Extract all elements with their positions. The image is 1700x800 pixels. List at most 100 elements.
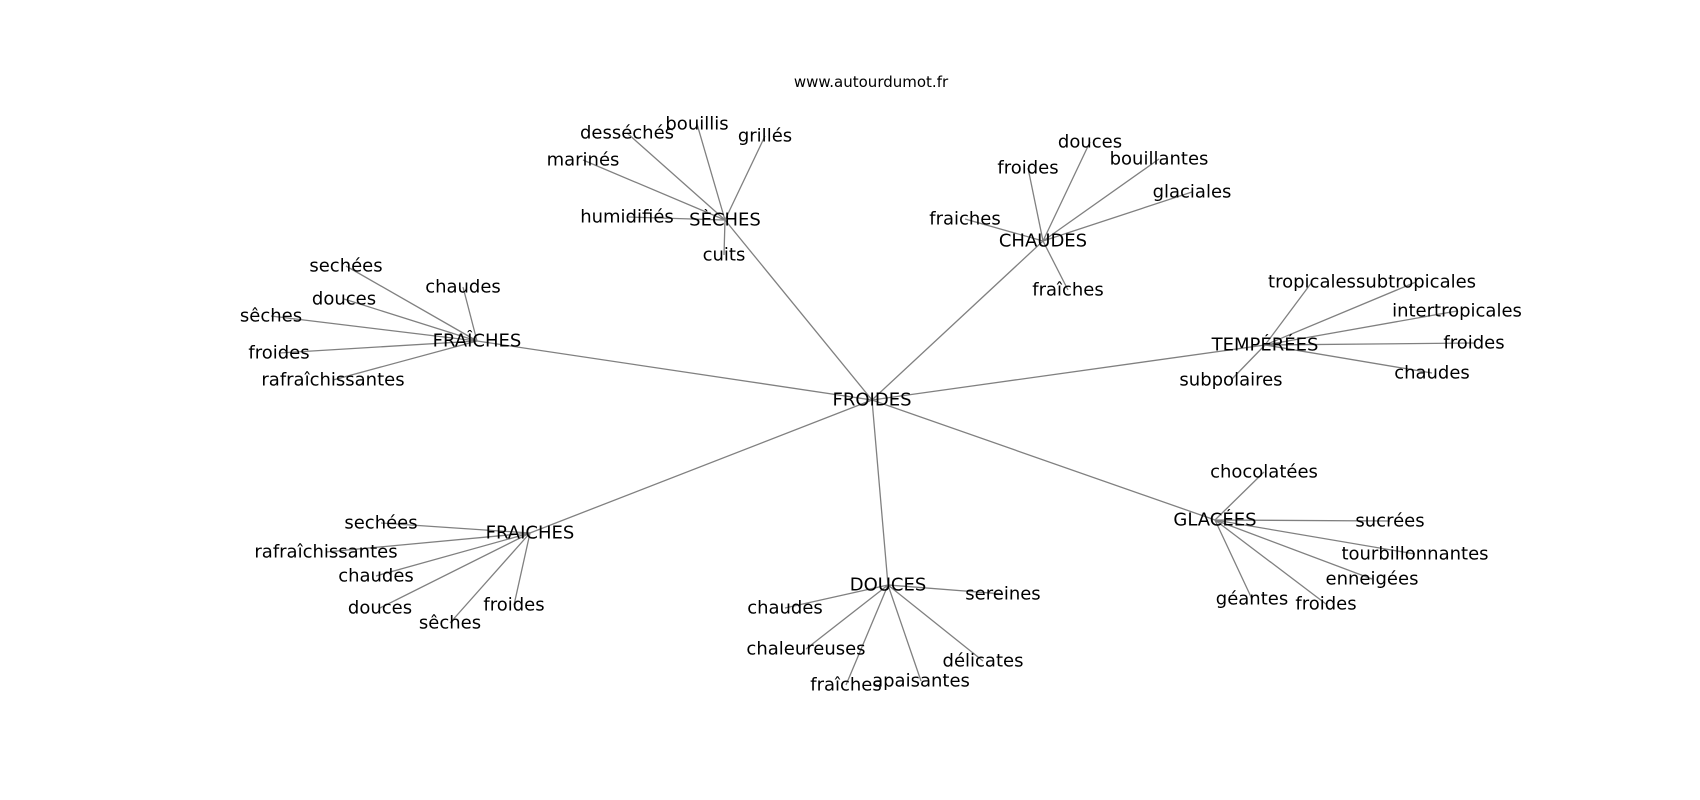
leaf-node-seches-4: humidifiés [580,207,674,228]
source-url: www.autourdumot.fr [794,73,949,91]
leaf-node-douces-2: chaleureuses [746,639,865,660]
edge-temperees-leaf-5 [1264,344,1433,374]
leaf-node-seches-5: cuits [703,245,746,266]
leaf-node-fraiches-1: rafraîchissantes [254,542,397,563]
leaf-node-fraiches-4: sêches [419,613,481,634]
leaf-node-fraiches-accent-5: rafraîchissantes [261,370,404,391]
edge-chaudes-leaf-4 [964,218,1044,242]
edge-glacees-leaf-5 [1214,519,1327,605]
leaf-node-temperees-0: tropicales [1268,272,1356,293]
edge-douces-leaf-5 [887,584,922,682]
leaf-node-fraiches-accent-2: douces [312,289,376,310]
edge-root-chaudes [871,240,1044,401]
edge-fraiches-accent-leaf-0 [345,265,478,342]
edge-root-glacees [871,399,1216,521]
leaf-node-chaudes-0: douces [1058,132,1122,153]
edge-fraiches-leaf-0 [380,522,531,534]
edge-glacees-leaf-0 [1214,471,1265,521]
leaf-node-fraiches-accent-0: sechées [309,256,382,277]
edge-fraiches-accent-leaf-2 [343,298,478,342]
hub-node-chaudes: CHAUDES [999,231,1087,252]
edge-douces-leaf-4 [845,584,889,686]
leaf-node-glacees-3: enneigées [1326,569,1419,590]
edge-glacees-leaf-1 [1214,519,1391,522]
edge-glacees-leaf-4 [1214,519,1253,600]
edge-chaudes-leaf-1 [1027,167,1044,242]
leaf-node-douces-5: apaisantes [872,671,970,692]
hub-node-glacees: GLACÉES [1173,509,1256,531]
leaf-node-chaudes-4: fraiches [929,209,1001,230]
hub-node-fraiches-accent: FRAÎCHES [433,330,522,352]
leaf-node-temperees-4: subpolaires [1179,370,1282,391]
leaf-node-douces-4: fraîches [810,675,882,696]
edge-chaudes-leaf-0 [1042,141,1091,242]
edge-douces-leaf-3 [887,584,984,662]
edge-root-temperees [871,344,1266,401]
edge-seches-leaf-1 [696,123,726,221]
edge-seches-leaf-3 [582,159,726,221]
hub-node-seches: SÈCHES [689,209,761,231]
leaf-node-seches-3: marinés [547,150,620,171]
edge-root-fraiches-accent [476,340,873,401]
edge-temperees-leaf-1 [1264,281,1417,346]
edge-seches-leaf-2 [724,135,766,221]
edge-fraiches-accent-leaf-1 [462,286,478,342]
edge-root-seches [724,219,873,401]
edge-chaudes-leaf-3 [1042,191,1193,242]
leaf-node-chaudes-5: fraîches [1032,280,1104,301]
leaf-node-fraiches-accent-3: sêches [240,306,302,327]
edge-temperees-leaf-0 [1264,281,1313,346]
leaf-node-glacees-4: géantes [1216,589,1288,610]
leaf-node-glacees-2: tourbillonnantes [1341,544,1488,565]
edge-seches-leaf-5 [723,219,726,256]
edge-chaudes-leaf-2 [1042,158,1160,242]
edge-fraiches-leaf-2 [375,532,531,577]
leaf-node-fraiches-5: froides [483,595,544,616]
hub-node-fraiches: FRAICHES [486,523,575,544]
edge-fraiches-leaf-5 [513,532,531,606]
edge-fraiches-leaf-1 [325,532,531,553]
leaf-node-glacees-1: sucrées [1355,511,1424,532]
edge-douces-leaf-0 [784,584,889,609]
leaf-node-fraiches-accent-1: chaudes [425,277,501,298]
edge-douces-leaf-1 [887,584,1004,595]
leaf-node-glacees-5: froides [1295,594,1356,615]
leaf-node-seches-0: desséchés [580,123,674,144]
edge-fraiches-accent-leaf-3 [270,315,478,342]
edge-fraiches-leaf-3 [379,532,531,609]
leaf-node-fraiches-0: sechées [344,513,417,534]
hub-node-douces: DOUCES [850,575,927,596]
leaf-node-douces-0: chaudes [747,598,823,619]
edge-temperees-leaf-2 [1264,310,1458,346]
leaf-node-temperees-5: chaudes [1394,363,1470,384]
leaf-node-glacees-0: chocolatées [1210,462,1318,483]
leaf-node-douces-1: sereines [965,584,1040,605]
leaf-node-chaudes-1: froides [997,158,1058,179]
leaf-node-temperees-1: subtropicales [1356,272,1476,293]
edge-fraiches-accent-leaf-5 [332,340,478,381]
edge-fraiches-leaf-4 [449,532,531,624]
edge-fraiches-accent-leaf-4 [278,340,478,354]
edge-temperees-leaf-4 [1230,344,1266,381]
leaf-node-douces-3: délicates [943,651,1024,672]
edge-glacees-leaf-3 [1214,519,1373,580]
edge-glacees-leaf-2 [1214,519,1416,555]
edge-chaudes-leaf-5 [1042,240,1069,291]
edge-root-douces [871,399,889,586]
leaf-node-chaudes-2: bouillantes [1110,149,1209,170]
leaf-node-temperees-2: intertropicales [1392,301,1522,322]
graph-edges [270,123,1475,686]
leaf-node-fraiches-3: douces [348,598,412,619]
edge-root-fraiches [529,399,873,534]
edge-seches-leaf-0 [626,132,726,221]
leaf-node-fraiches-accent-4: froides [248,343,309,364]
root-node-label: FROIDES [833,390,912,411]
leaf-node-temperees-3: froides [1443,333,1504,354]
leaf-node-chaudes-3: glaciales [1153,182,1232,203]
leaf-node-seches-1: bouillis [665,114,728,135]
hub-node-temperees: TEMPÉRÉES [1211,334,1319,356]
leaf-node-seches-2: grillés [738,126,792,147]
edge-douces-leaf-2 [805,584,889,650]
